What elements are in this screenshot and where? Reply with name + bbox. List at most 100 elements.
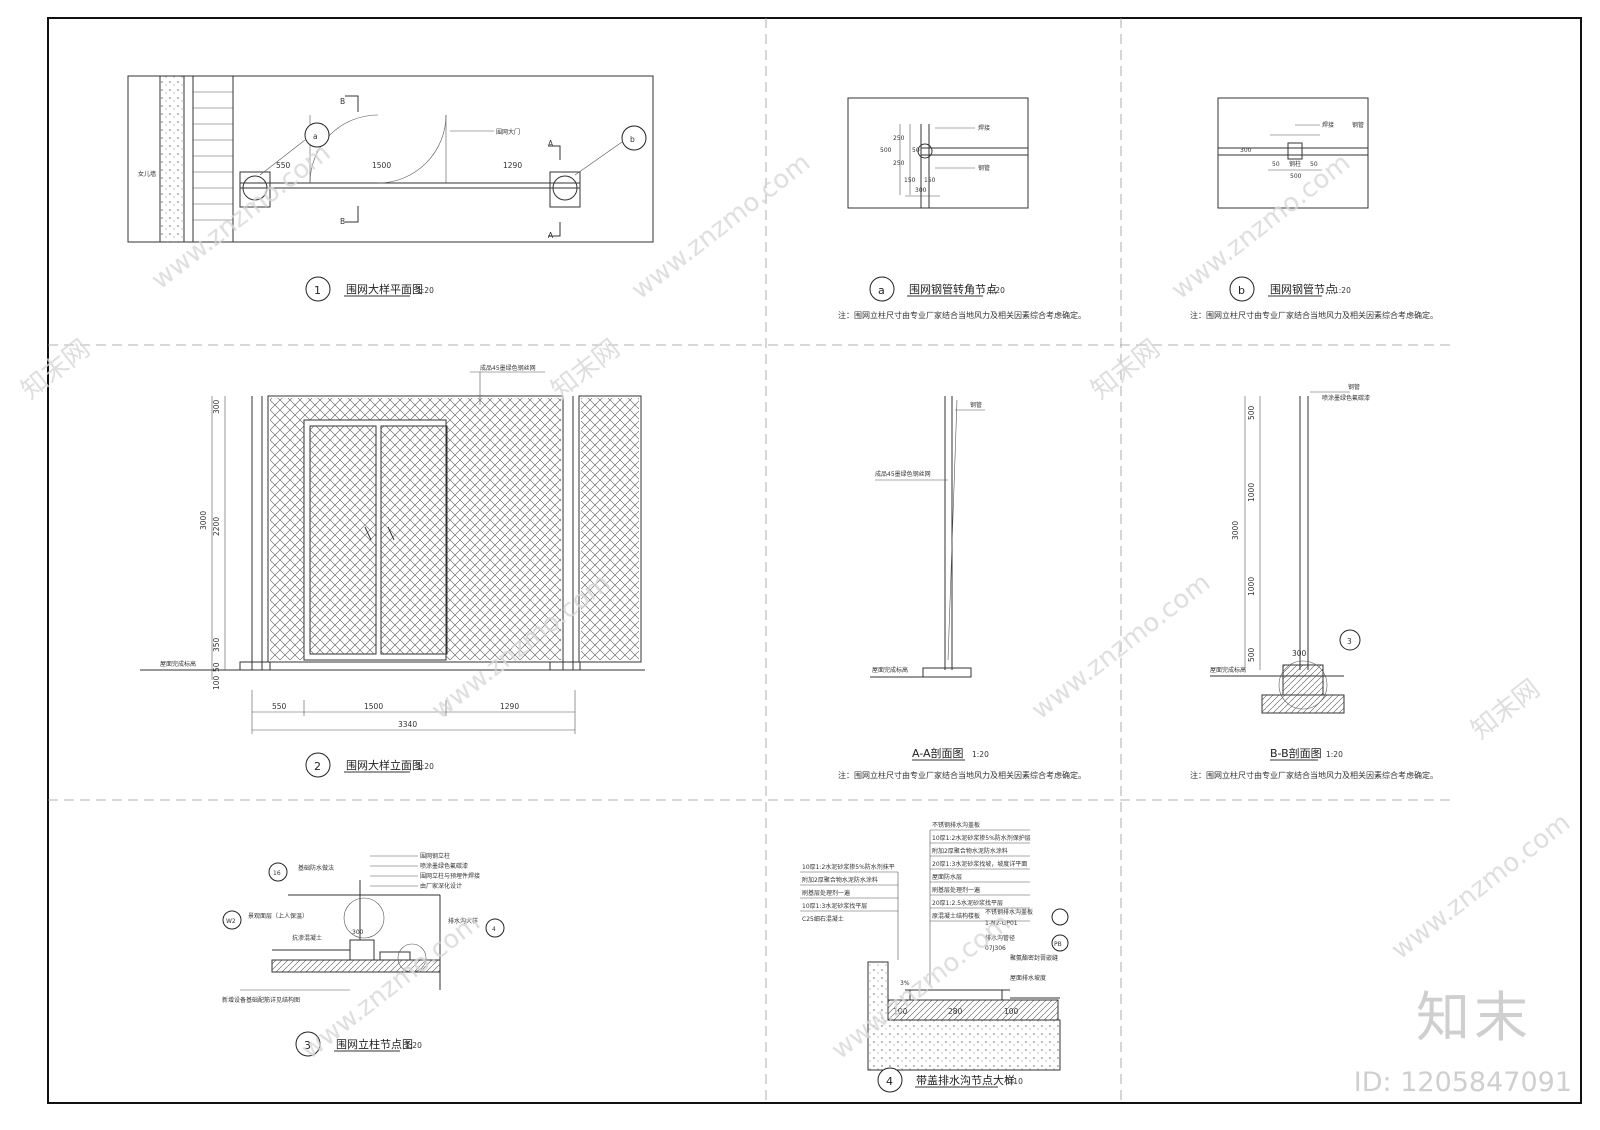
d1-sec-b-top: B [340,97,345,106]
d4-r1: 10厚1:2水泥砂浆掺5%防水剂保护层 [932,834,1031,842]
dbb-title: B-B剖面图 [1270,746,1322,760]
d1-sec-a-bottom: A [548,231,554,240]
da-note: 注：围网立柱尺寸由专业厂家结合当地风力及相关因素综合考虑确定。 [838,310,1086,320]
d4-r4: 屋面防水层 [932,873,962,881]
d2-dim-h0: 550 [272,702,287,711]
db-dim-4: 500 [1290,173,1302,180]
d1-sec-a-top: A [548,139,554,148]
wm-site-2: www.znzmo.com [626,148,816,306]
db-label-1: 钢管 [1352,121,1364,129]
d4-ref-0: 1-N2-GP01 [985,920,1018,927]
d4-l0: 10厚1:2水泥砂浆掺5%防水剂抹平 [802,863,895,871]
d4-dim-2: 100 [1004,1007,1019,1016]
d3-label-3: 由厂家深化设计 [420,882,462,890]
db-dim-0: 300 [1240,147,1252,154]
dbb-ref: 3 [1347,637,1352,646]
daa-title: A-A剖面图 [912,746,964,760]
d3-title: 围网立柱节点图 [336,1037,413,1051]
wm-site-8: www.znzmo.com [1386,808,1576,966]
da-dim-h1: 150 [924,177,936,184]
d4-l1: 附加2厚聚合物水泥防水涂料 [802,876,878,884]
dbb-dim-1: 1000 [1247,483,1256,502]
da-scale: 1:20 [988,286,1005,295]
db-label-0: 焊接 [1322,121,1334,129]
db-note: 注：围网立柱尺寸由专业厂家结合当地风力及相关因素综合考虑确定。 [1190,310,1438,320]
d4-r3: 20厚1:3水泥砂浆找坡，坡度详平面 [932,860,1027,868]
da-dim-v3: 50 [912,147,920,154]
d4-dim-1: 280 [948,1007,963,1016]
da-dim-v1: 250 [893,160,905,167]
d3-label-5: 景观面层（上人保温） [248,912,308,920]
d2-title: 围网大样立面图 [346,758,423,772]
d3-ref-2: 4 [492,926,496,933]
d1-dim-1: 1500 [372,161,391,170]
detail-a-corner-node: 焊接 钢管 250 250 500 50 150 150 300 a 围网钢管转… [838,97,1086,320]
da-dim-v2: 500 [880,147,892,154]
d1-ref-b: b [630,135,635,144]
d4-r5: 刷基层处理剂一遍 [932,886,980,894]
detail-4-drain-node: 不锈钢排水沟盖板 10厚1:2水泥砂浆掺5%防水剂保护层 附加2厚聚合物水泥防水… [800,821,1069,1093]
da-dim-h0: 150 [904,177,916,184]
d2-dim-h2: 1290 [500,702,519,711]
d3-label-1: 喷涂墨绿色氟碳漆 [420,862,468,870]
d3-label-6: 抗渗混凝土 [292,934,322,942]
detail-bb-section: 钢管 喷涂墨绿色氟碳漆 屋面完成标高 3000 500 1000 1000 50… [1190,383,1438,780]
d4-ref-2: PB [1054,941,1062,948]
d2-height: 3000 [199,511,208,530]
d4-m2: 聚氨酯密封膏嵌缝 [1010,954,1058,962]
d2-ground-label: 屋面完成标高 [160,660,196,668]
d4-l3: 10厚1:3水泥砂浆找平层 [802,902,867,910]
d2-scale: 1:20 [417,762,434,771]
da-label-0: 焊接 [978,124,990,132]
dbb-dim-0: 500 [1247,405,1256,420]
wm-cn-2: 知末网 [546,334,626,406]
daa-scale: 1:20 [972,750,989,759]
d2-mesh-label: 成品45墨绿色钢丝网 [480,364,536,372]
d3-scale: 1:20 [405,1041,422,1050]
da-label-1: 钢管 [978,164,990,172]
d1-title: 围网大样平面图 [346,282,423,296]
d1-scale: 1:20 [417,286,434,295]
d3-dim: 300 [352,929,364,936]
wm-cn-3: 知末网 [1086,334,1166,406]
d4-dim-0: 100 [893,1007,908,1016]
d3-label-8: 排水沟大样 [448,917,478,925]
dbb-dim-2: 1000 [1247,577,1256,596]
da-dim-v0: 250 [893,135,905,142]
d3-label-2: 围网立柱与预埋件焊接 [420,872,480,880]
wm-cn-1: 知末网 [16,334,96,406]
d4-title: 带盖排水沟节点大样 [916,1073,1015,1087]
daa-label-1: 成品45墨绿色钢丝网 [875,470,931,478]
id-watermark: ID: 1205847091 [1353,1067,1572,1098]
wm-cn-4: 知末网 [1466,674,1546,746]
dbb-height: 3000 [1231,521,1240,540]
dbb-dim-3: 500 [1247,647,1256,662]
dbb-label-1: 喷涂墨绿色氟碳漆 [1322,394,1370,402]
d1-sec-b-bottom: B [340,217,345,226]
d2-num: 2 [314,760,321,773]
d2-total: 3340 [398,720,417,729]
db-title: 围网钢管节点 [1270,282,1336,296]
detail-b-pipe-node: 焊接 钢管 300 50 钢柱 50 500 b 围网钢管节点 1:20 注：围… [1190,97,1438,320]
d4-scale: 1:10 [1006,1077,1023,1086]
d4-m1: 排水沟管径 [985,934,1015,942]
detail-1-plan: B B A A a b 女儿墙 围网大门 550 1500 1290 1 围网大… [127,75,654,302]
dbb-label-2: 屋面完成标高 [1210,666,1246,674]
d2-dim-v0: 300 [212,399,221,414]
da-title: 围网钢管转角节点 [909,282,997,296]
db-dim-3: 50 [1310,161,1318,168]
daa-label-2: 屋面完成标高 [872,666,908,674]
d4-r6: 20厚1:2.5水泥砂浆找平层 [932,899,1003,907]
d2-dim-v1: 2200 [212,517,221,536]
dbb-note: 注：围网立柱尺寸由专业厂家结合当地风力及相关因素综合考虑确定。 [1190,770,1438,780]
d3-num: 3 [304,1039,311,1052]
d1-wall-label: 女儿墙 [138,170,156,178]
detail-3-post-node: 300 围网钢立柱 喷涂墨绿色氟碳漆 围网立柱与预埋件焊接 由厂家深化设计 基础… [222,852,505,1057]
db-dim-1: 50 [1272,161,1280,168]
da-dim-h2: 300 [915,187,927,194]
dbb-label-0: 钢管 [1348,383,1360,391]
d1-dim-2: 1290 [503,161,522,170]
d1-gate-label: 围网大门 [496,128,520,136]
d2-dim-h1: 1500 [364,702,383,711]
d4-m0: 不锈钢排水沟盖板 [985,908,1033,916]
